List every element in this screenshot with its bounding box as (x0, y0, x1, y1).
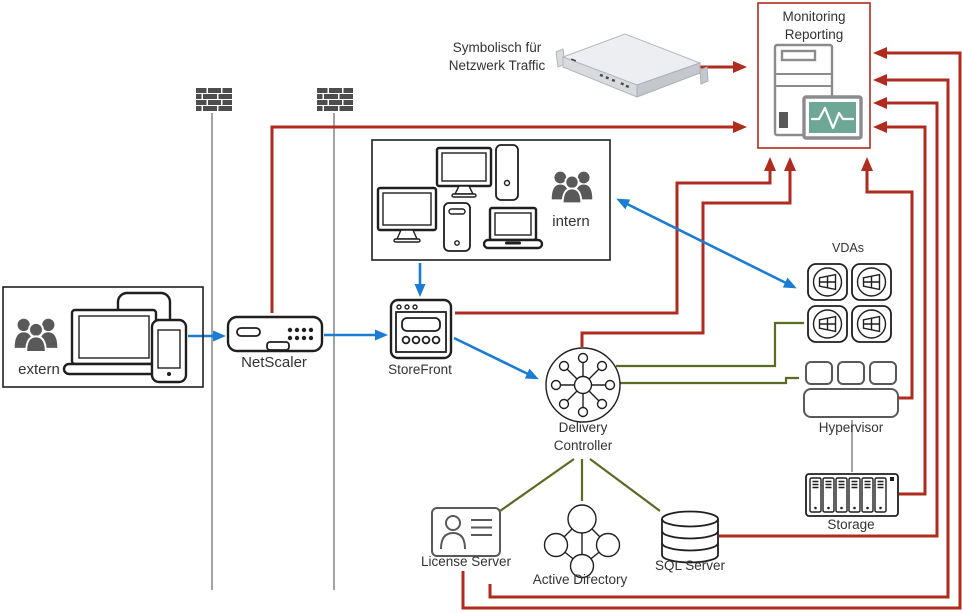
delivery-controller-node: Delivery Controller (545, 347, 621, 453)
delivery-controller-label-2: Controller (554, 438, 613, 453)
sql-database-icon (661, 510, 719, 564)
storage-label: Storage (827, 517, 874, 532)
license-server-label: License Server (421, 554, 512, 569)
storefront-label: StoreFront (388, 362, 452, 377)
vdas-node: VDAs (807, 241, 892, 343)
netscaler-node: NetScaler (226, 315, 324, 371)
storefront-icon (389, 298, 453, 360)
desktop-monitor-icon (376, 186, 438, 243)
arrow-intern-vdas-bidirectional (616, 198, 797, 289)
network-traffic-node: Symbolisch für Netzwerk Traffic (449, 33, 709, 98)
windows-vm-icon (807, 263, 848, 301)
arrow-storage-to-monitoring (873, 121, 927, 496)
link-delivery-controller-to-sql-server (589, 458, 661, 512)
arrow-storefront-to-monitoring (455, 157, 776, 315)
monitoring-arrows-red (270, 47, 962, 610)
active-directory-icon (543, 504, 621, 579)
monitoring-node: Monitoring Reporting (757, 2, 871, 149)
storage-node: Storage (805, 473, 899, 532)
active-directory-label: Active Directory (533, 572, 628, 587)
traffic-arrows-blue (188, 198, 797, 380)
arrow-hypervisor-to-monitoring (861, 157, 914, 400)
windows-vm-icon (851, 263, 892, 301)
users-group-icon (13, 317, 59, 353)
firewall-brick-icon (196, 88, 232, 111)
smartphone-icon (150, 318, 188, 384)
sql-server-node: SQL Server (655, 510, 726, 573)
firewall-right (317, 88, 353, 111)
pc-tower-icon (495, 144, 519, 201)
firewall-left (196, 88, 232, 111)
intern-node: intern (371, 139, 611, 261)
netscaler-appliance-icon (226, 315, 324, 353)
extern-label: extern (18, 361, 60, 378)
traffic-label-2: Netzwerk Traffic (449, 58, 546, 73)
vdas-label: VDAs (832, 241, 864, 255)
traffic-label-1: Symbolisch für (453, 40, 542, 55)
delivery-controller-label-1: Delivery (559, 420, 608, 435)
laptop-icon (62, 308, 164, 376)
delivery-controller-hub-icon (545, 347, 621, 423)
link-delivery-controller-to-vdas (616, 321, 804, 368)
pulse-monitor-icon (802, 95, 863, 140)
windows-vm-icon (807, 305, 848, 343)
arrow-netscaler-to-monitoring (270, 121, 747, 313)
extern-box (2, 286, 204, 388)
arrow-delivery-controller-to-monitoring (580, 157, 796, 347)
arrow-active-directory-to-monitoring (488, 74, 950, 599)
sql-server-label: SQL Server (655, 558, 726, 573)
rack-server-icon (555, 33, 709, 98)
hypervisor-node: Hypervisor (803, 361, 899, 435)
link-delivery-controller-to-hypervisor (617, 376, 799, 385)
extern-node: extern (2, 286, 204, 388)
link-delivery-controller-to-license-server (499, 458, 575, 512)
pc-tower-icon (443, 202, 471, 252)
active-directory-node: Active Directory (533, 504, 628, 587)
firewall-brick-icon (317, 88, 353, 111)
arrow-storefront-to-delivery-controller (453, 336, 539, 380)
storage-array-icon (805, 473, 899, 517)
netscaler-label: NetScaler (241, 354, 307, 371)
arrow-sql-server-to-monitoring (719, 97, 939, 538)
storefront-node: StoreFront (388, 298, 453, 377)
desktop-monitor-icon (435, 146, 493, 198)
hypervisor-label: Hypervisor (819, 420, 884, 435)
intern-box (371, 139, 611, 261)
hypervisor-icon (803, 361, 899, 418)
laptop-icon (482, 206, 544, 250)
license-server-node: License Server (421, 507, 512, 569)
firewall-boundary-lines (211, 113, 853, 590)
license-id-card-icon (431, 507, 501, 557)
monitoring-label-2: Reporting (785, 27, 844, 42)
arrow-license-server-to-monitoring (461, 47, 962, 610)
intern-label: intern (552, 213, 590, 230)
windows-vm-icon (851, 305, 892, 343)
monitoring-label-1: Monitoring (782, 9, 845, 24)
backend-links-olive (499, 321, 804, 512)
users-group-icon (550, 170, 594, 205)
